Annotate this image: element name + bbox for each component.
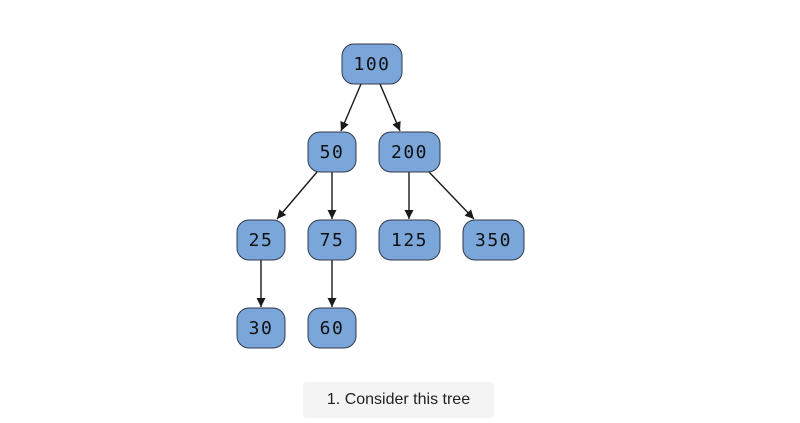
tree-node-box: [236, 307, 286, 349]
tree-node-label: 350: [475, 230, 512, 251]
edge-100-200: [379, 83, 401, 132]
nodes-layer: 100 50 200 25 75 125 350 30 60: [236, 43, 525, 349]
tree-node-box: [378, 219, 441, 261]
edges-layer: [256, 83, 475, 307]
tree-node-box: [341, 43, 403, 85]
tree-node-box: [307, 219, 357, 261]
tree-node-label: 50: [320, 142, 345, 163]
tree-node-label: 100: [353, 54, 390, 75]
tree-node-200: 200: [378, 131, 441, 173]
edge-200-350: [428, 171, 475, 220]
tree-node-60: 60: [307, 307, 357, 349]
tree-node-125: 125: [378, 219, 441, 261]
step-caption: 1. Consider this tree: [303, 382, 494, 418]
tree-node-label: 25: [249, 230, 274, 251]
tree-node-75: 75: [307, 219, 357, 261]
edge-100-50: [340, 83, 362, 132]
tree-node-50: 50: [307, 131, 357, 173]
tree-node-box: [307, 131, 357, 173]
tree-node-label: 60: [320, 318, 345, 339]
tree-node-box: [378, 131, 441, 173]
tree-node-25: 25: [236, 219, 286, 261]
tree-node-label: 75: [320, 230, 345, 251]
edge-50-25: [276, 171, 318, 220]
tree-node-box: [462, 219, 525, 261]
tree-node-30: 30: [236, 307, 286, 349]
tree-node-100: 100: [341, 43, 403, 85]
tree-node-350: 350: [462, 219, 525, 261]
tree-node-box: [236, 219, 286, 261]
tree-node-box: [307, 307, 357, 349]
tree-node-label: 30: [249, 318, 274, 339]
tree-node-label: 125: [391, 230, 428, 251]
step-caption-text: 1. Consider this tree: [326, 391, 471, 408]
tree-node-label: 200: [391, 142, 428, 163]
